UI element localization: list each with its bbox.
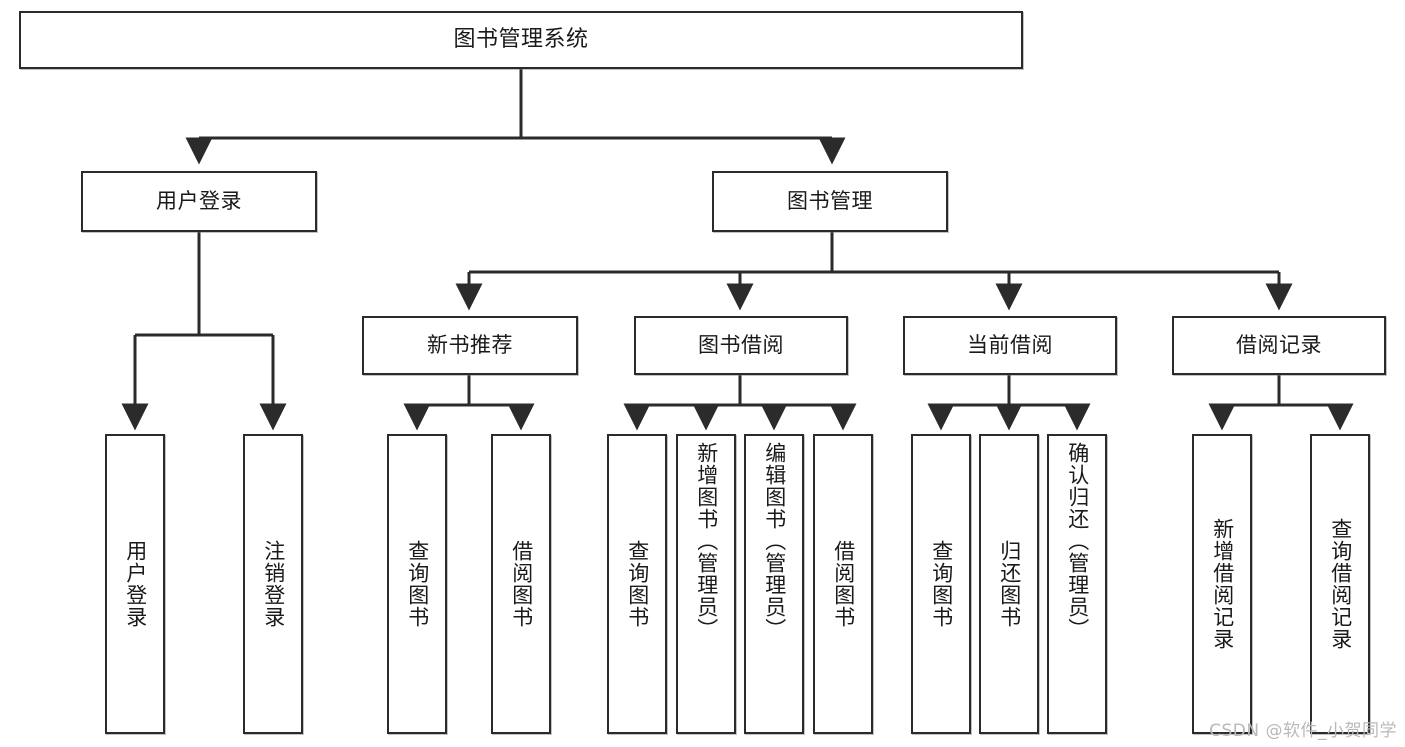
- node-label: 用户登录: [156, 189, 242, 214]
- leaf-confirm-return-admin[interactable]: 确认归还（管理员）: [1047, 434, 1107, 734]
- node-label: 新增图书（管理员）: [694, 442, 719, 640]
- node-label: 查询借阅记录: [1328, 518, 1353, 650]
- node-label: 新增借阅记录: [1210, 518, 1235, 650]
- leaf-return-book[interactable]: 归还图书: [979, 434, 1039, 734]
- node-borrow-record[interactable]: 借阅记录: [1172, 316, 1386, 375]
- node-label: 图书管理系统: [453, 27, 589, 53]
- node-user-login[interactable]: 用户登录: [81, 171, 317, 232]
- node-label: 借阅图书: [831, 540, 856, 628]
- leaf-logout[interactable]: 注销登录: [243, 434, 303, 734]
- node-label: 注销登录: [261, 540, 286, 628]
- node-label: 编辑图书（管理员）: [762, 442, 787, 640]
- node-label: 当前借阅: [967, 333, 1053, 358]
- csdn-watermark: CSDN @软件_小贺同学: [1209, 721, 1397, 741]
- node-current-borrow[interactable]: 当前借阅: [903, 316, 1117, 375]
- leaf-user-login[interactable]: 用户登录: [105, 434, 165, 734]
- node-label: 借阅记录: [1236, 333, 1322, 358]
- node-label: 确认归还（管理员）: [1065, 442, 1090, 640]
- node-label: 新书推荐: [427, 333, 513, 358]
- leaf-add-book-admin[interactable]: 新增图书（管理员）: [676, 434, 736, 734]
- node-root-system[interactable]: 图书管理系统: [19, 11, 1023, 69]
- leaf-query-book-recommend[interactable]: 查询图书: [387, 434, 447, 734]
- node-label: 图书借阅: [698, 333, 784, 358]
- leaf-borrow-book[interactable]: 借阅图书: [813, 434, 873, 734]
- node-new-book-recommend[interactable]: 新书推荐: [362, 316, 578, 375]
- leaf-borrow-book-recommend[interactable]: 借阅图书: [491, 434, 551, 734]
- leaf-query-book-borrow[interactable]: 查询图书: [607, 434, 667, 734]
- node-book-borrow[interactable]: 图书借阅: [634, 316, 848, 375]
- leaf-query-book-current[interactable]: 查询图书: [911, 434, 971, 734]
- node-book-manage[interactable]: 图书管理: [712, 171, 948, 232]
- leaf-query-borrow-record[interactable]: 查询借阅记录: [1310, 434, 1370, 734]
- node-label: 图书管理: [787, 189, 873, 214]
- node-label: 归还图书: [997, 540, 1022, 628]
- node-label: 查询图书: [405, 540, 430, 628]
- node-label: 查询图书: [929, 540, 954, 628]
- node-label: 用户登录: [123, 540, 148, 628]
- node-label: 查询图书: [625, 540, 650, 628]
- leaf-edit-book-admin[interactable]: 编辑图书（管理员）: [744, 434, 804, 734]
- leaf-add-borrow-record[interactable]: 新增借阅记录: [1192, 434, 1252, 734]
- node-label: 借阅图书: [509, 540, 534, 628]
